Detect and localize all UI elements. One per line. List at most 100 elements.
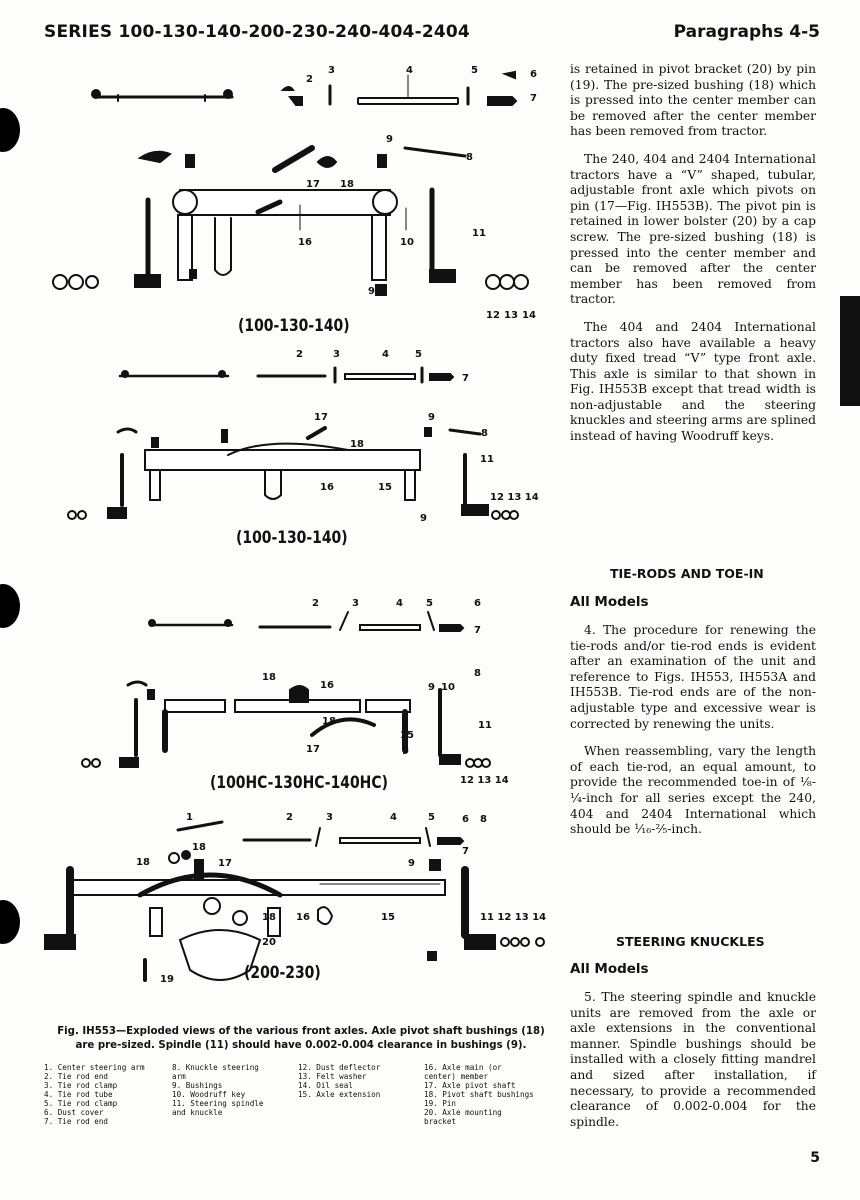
- section-tab-marker: [840, 296, 860, 406]
- paragraph-v-axle: The 240, 404 and 2404 International trac…: [570, 151, 816, 307]
- svg-text:14: 14: [522, 310, 536, 321]
- svg-text:8: 8: [474, 668, 481, 679]
- legend-column-3: 12. Dust deflector 13. Felt washer 14. O…: [298, 1063, 380, 1099]
- diagram-axle-4: [44, 820, 545, 982]
- svg-text:7: 7: [474, 625, 481, 636]
- legend-item: 7. Tie rod end: [44, 1117, 109, 1126]
- legend-item: center) member: [424, 1072, 489, 1081]
- figure-label-2: (100-130-140): [236, 528, 348, 548]
- text-block-knuckles: 5. The steering spindle and knuckle unit…: [570, 990, 816, 1142]
- legend-item: 17. Axle pivot shaft: [424, 1081, 516, 1090]
- svg-text:18: 18: [262, 672, 276, 683]
- svg-text:20: 20: [262, 937, 276, 948]
- svg-text:16: 16: [320, 482, 334, 493]
- legend-item: arm: [172, 1072, 186, 1081]
- svg-text:13: 13: [504, 310, 518, 321]
- legend-item: 10. Woodruff key: [172, 1090, 246, 1099]
- svg-text:18: 18: [322, 716, 336, 727]
- legend-item: 16. Axle main (or: [424, 1063, 502, 1072]
- svg-text:18: 18: [340, 179, 354, 190]
- svg-text:9: 9: [368, 286, 375, 297]
- svg-text:18: 18: [350, 439, 364, 450]
- svg-text:9: 9: [402, 746, 409, 757]
- figure-label-1: (100-130-140): [238, 316, 350, 336]
- svg-text:2: 2: [312, 598, 319, 609]
- legend-item: 12. Dust deflector: [298, 1063, 381, 1072]
- svg-text:11: 11: [480, 454, 494, 465]
- svg-text:5: 5: [428, 812, 435, 823]
- diagram-axle-2: [67, 366, 519, 520]
- legend-item: 4. Tie rod tube: [44, 1090, 113, 1099]
- svg-text:17: 17: [306, 179, 320, 190]
- svg-text:15: 15: [400, 730, 414, 741]
- diagram-axle-1: [52, 70, 529, 296]
- svg-text:15: 15: [378, 482, 392, 493]
- legend-item: 2. Tie rod end: [44, 1072, 109, 1081]
- svg-text:9: 9: [428, 682, 435, 693]
- svg-text:7: 7: [530, 93, 537, 104]
- caption-line-1: Fig. IH553—Exploded views of the various…: [57, 1026, 545, 1037]
- legend-item: 3. Tie rod clamp: [44, 1081, 118, 1090]
- svg-text:18: 18: [136, 857, 150, 868]
- svg-text:11: 11: [478, 720, 492, 731]
- legend-item: and knuckle: [172, 1108, 223, 1117]
- paragraph-4: 4. The procedure for renewing the tie-ro…: [570, 623, 816, 731]
- svg-text:5: 5: [415, 349, 422, 360]
- paragraph-heavy-duty: The 404 and 2404 International tractors …: [570, 319, 817, 444]
- svg-text:16: 16: [320, 680, 334, 691]
- svg-text:3: 3: [352, 598, 359, 609]
- svg-text:16: 16: [298, 237, 312, 248]
- svg-text:17: 17: [314, 412, 328, 423]
- svg-text:10: 10: [400, 237, 414, 248]
- svg-text:12: 12: [486, 310, 500, 321]
- paragraph-5: 5. The steering spindle and knuckle unit…: [570, 990, 816, 1129]
- svg-text:5: 5: [471, 65, 478, 76]
- svg-text:18: 18: [262, 912, 276, 923]
- svg-text:8: 8: [481, 428, 488, 439]
- svg-text:3: 3: [333, 349, 340, 360]
- svg-text:19: 19: [160, 974, 174, 985]
- figure-label-4: (200-230): [244, 963, 321, 983]
- text-block-tierods: 4. The procedure for renewing the tie-ro…: [570, 623, 816, 850]
- paragraphs-header: Paragraphs 4-5: [673, 22, 820, 42]
- svg-text:2: 2: [286, 812, 293, 823]
- section-heading-knuckles: STEERING KNUCKLES: [616, 934, 765, 949]
- svg-text:6: 6: [462, 814, 469, 825]
- svg-text:9: 9: [430, 950, 437, 961]
- svg-text:9: 9: [428, 412, 435, 423]
- figure-label-3: (100HC-130HC-140HC): [210, 773, 388, 793]
- svg-text:9: 9: [408, 858, 415, 869]
- legend-column-2: 8. Knuckle steering arm 9. Bushings 10. …: [172, 1063, 263, 1117]
- svg-text:8: 8: [480, 814, 487, 825]
- svg-text:16: 16: [296, 912, 310, 923]
- legend-item: 19. Pin: [424, 1099, 457, 1108]
- legend-item: 11. Steering spindle: [172, 1099, 264, 1108]
- binder-hole-top: [0, 108, 20, 152]
- binder-hole-bottom: [0, 900, 20, 944]
- svg-text:2: 2: [306, 74, 313, 85]
- svg-text:10: 10: [441, 682, 455, 693]
- legend-item: 5. Tie rod clamp: [44, 1099, 118, 1108]
- svg-text:2: 2: [296, 349, 303, 360]
- svg-text:5: 5: [426, 598, 433, 609]
- legend-item: 6. Dust cover: [44, 1108, 104, 1117]
- svg-text:11: 11: [472, 228, 486, 239]
- svg-text:18: 18: [192, 842, 206, 853]
- svg-text:4: 4: [382, 349, 389, 360]
- section-heading-tierods: TIE-RODS AND TOE-IN: [610, 566, 764, 581]
- svg-text:11 12 13 14: 11 12 13 14: [480, 912, 546, 923]
- svg-text:12 13 14: 12 13 14: [460, 775, 509, 786]
- legend-item: bracket: [424, 1117, 457, 1126]
- svg-text:12 13 14: 12 13 14: [490, 492, 539, 503]
- text-block-upper: is retained in pivot bracket (20) by pin…: [570, 62, 816, 457]
- subheading-all-models-1: All Models: [570, 594, 649, 610]
- svg-text:4: 4: [396, 598, 403, 609]
- svg-text:8: 8: [466, 152, 473, 163]
- figure-caption: Fig. IH553—Exploded views of the various…: [40, 1025, 562, 1053]
- svg-text:7: 7: [462, 846, 469, 857]
- legend-item: 1. Center steering arm: [44, 1063, 145, 1072]
- svg-text:4: 4: [406, 65, 413, 76]
- svg-text:1: 1: [186, 812, 193, 823]
- legend-item: 14. Oil seal: [298, 1081, 353, 1090]
